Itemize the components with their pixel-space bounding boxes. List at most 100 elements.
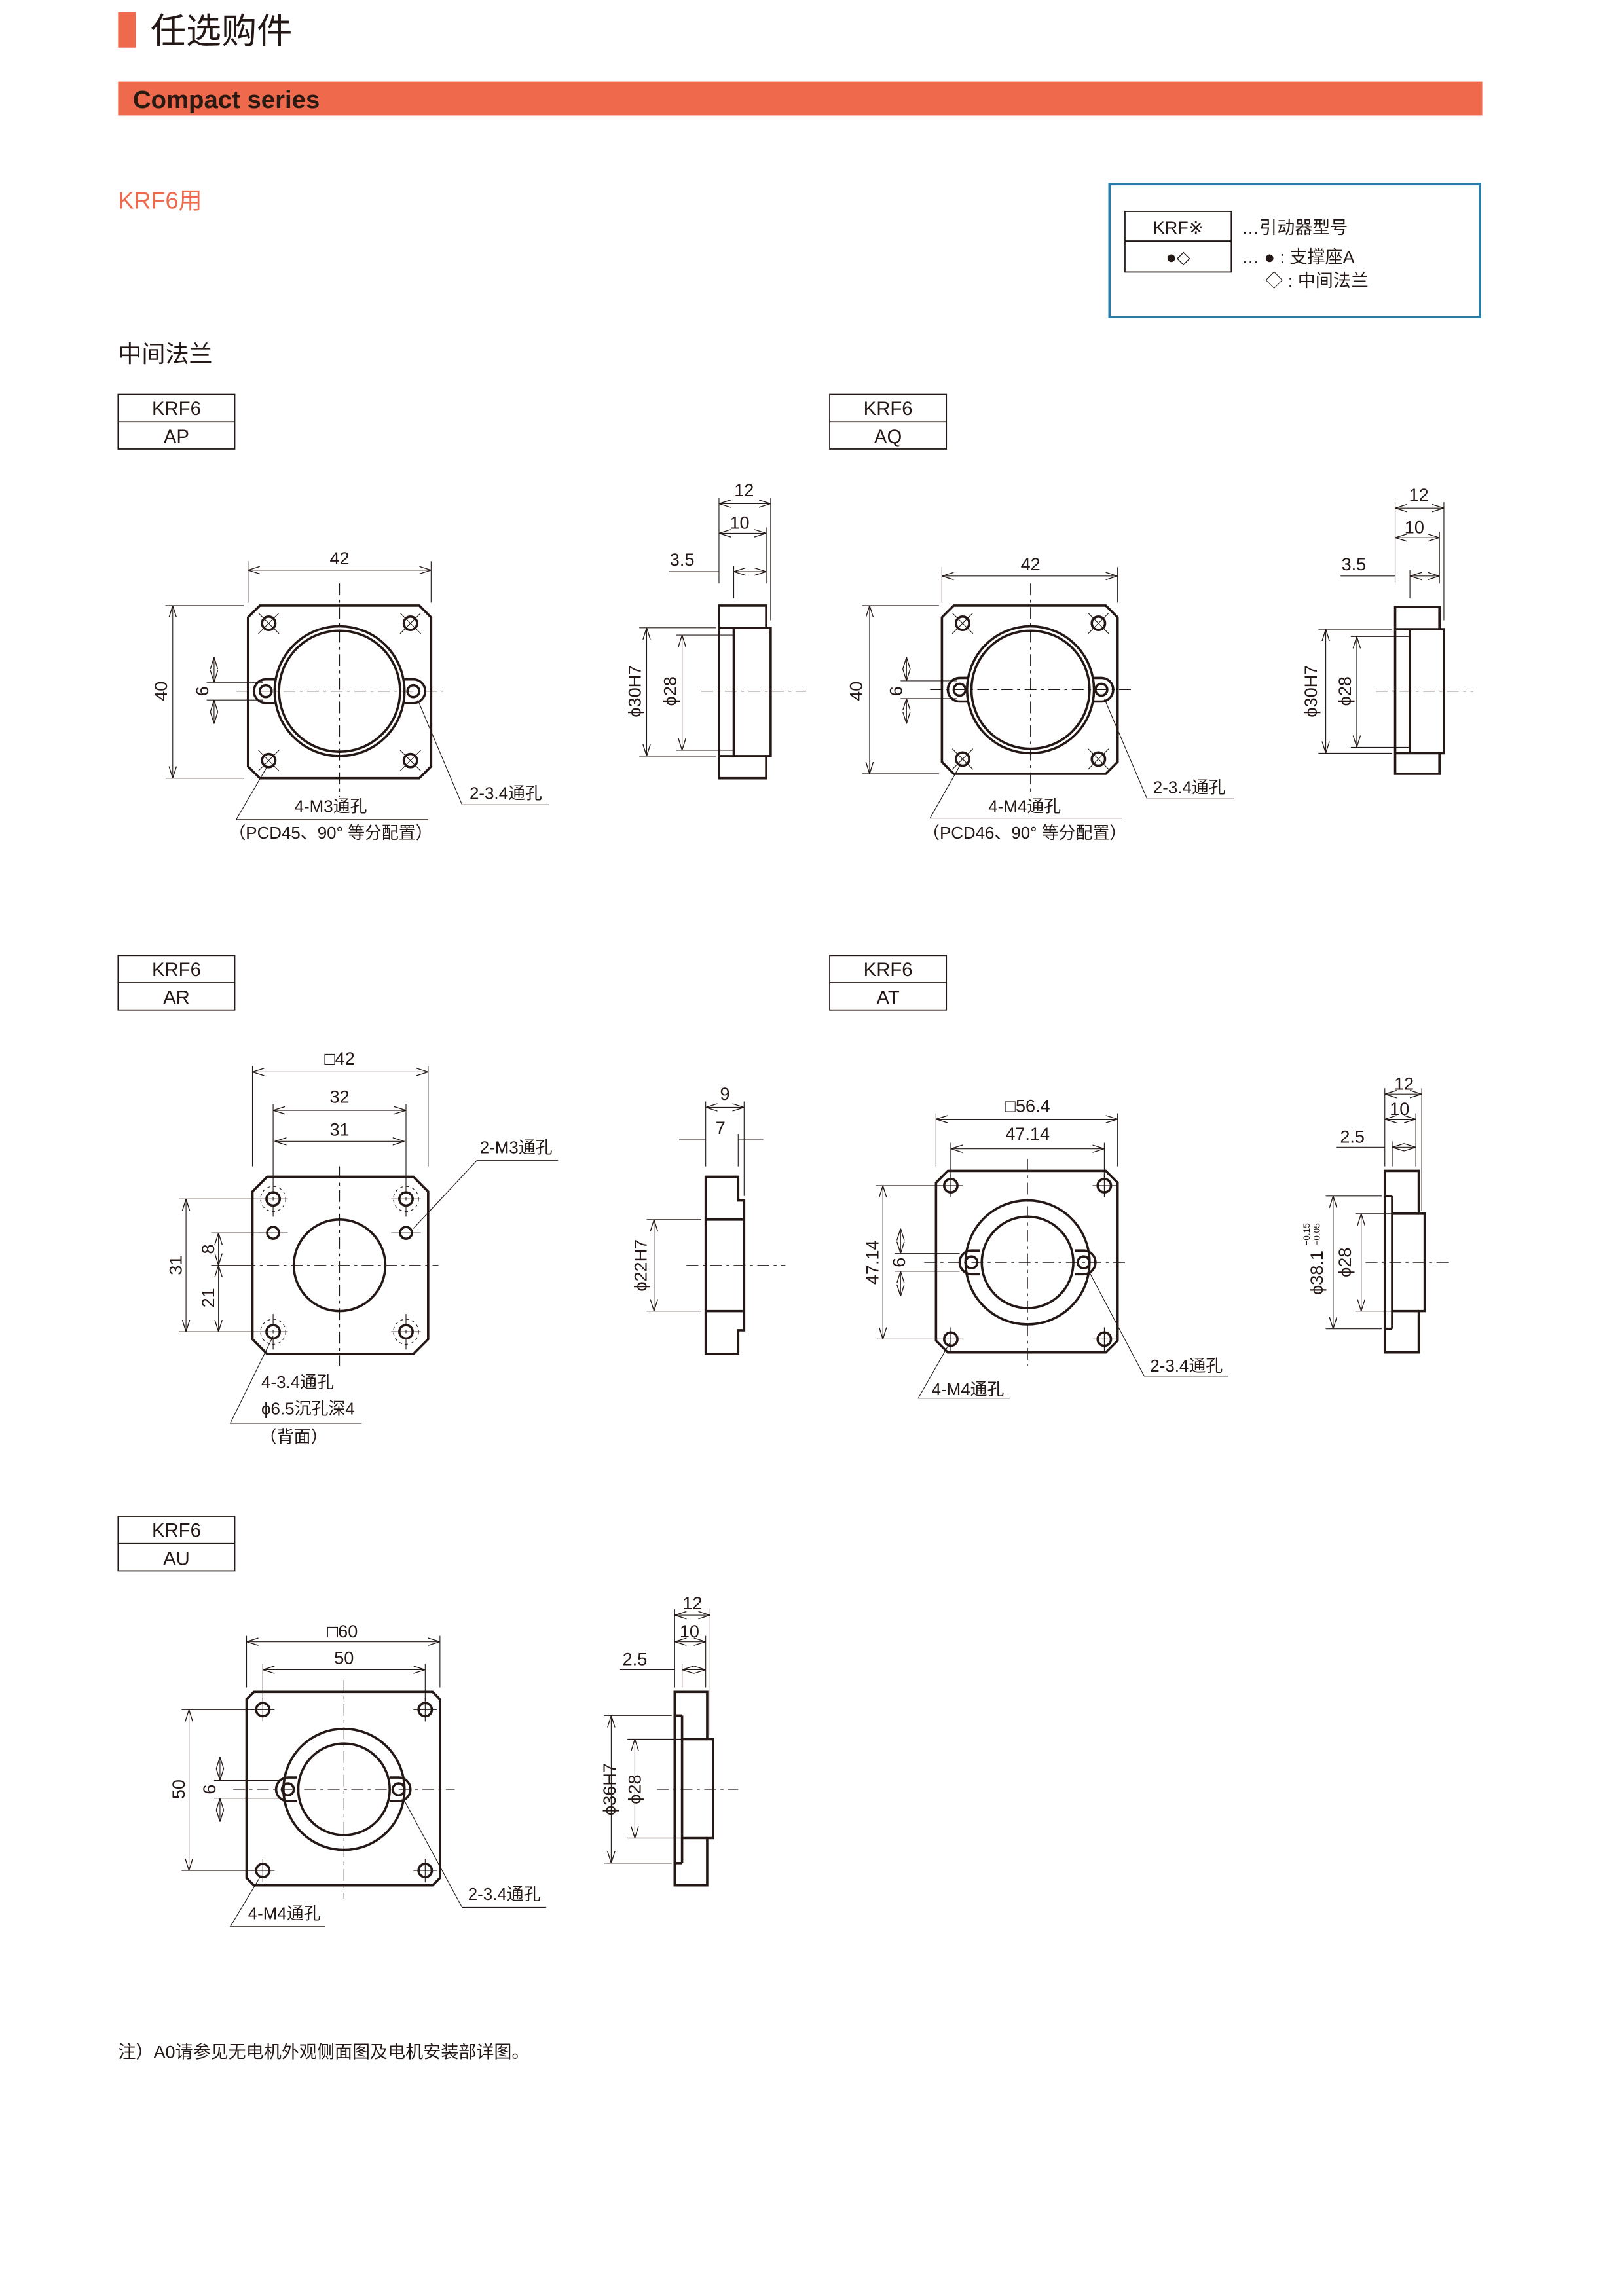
dim-body: 7 xyxy=(716,1118,726,1138)
code-label: AT xyxy=(876,987,899,1009)
hole-mark xyxy=(399,750,421,771)
dim-height: 40 xyxy=(847,682,866,701)
leader-line xyxy=(917,1343,1010,1399)
dim-body: 10 xyxy=(729,513,749,533)
legend-line-flange: ◇ : 中间法兰 xyxy=(1265,271,1369,291)
subtitle: KRF6用 xyxy=(118,187,202,213)
dim-v-upper: 8 xyxy=(198,1244,218,1254)
plate-outline xyxy=(251,1175,430,1355)
dim-ear: 6 xyxy=(889,1258,909,1267)
dim-bore: ϕ28 xyxy=(661,676,680,706)
model-label: KRF6 xyxy=(152,398,201,420)
plate-outline xyxy=(245,1690,441,1887)
footnote: 注）A0请参见无电机外观侧面图及电机安装部详图。 xyxy=(118,2042,529,2062)
label-at: KRF6 AT xyxy=(829,955,948,1011)
dim-spigot: ϕ30H7 xyxy=(625,665,644,718)
counterbore-note: ϕ6.5沉孔深4 xyxy=(261,1399,355,1418)
dim-total: 12 xyxy=(734,481,754,500)
code-label: AR xyxy=(163,987,190,1009)
model-label: KRF6 xyxy=(864,959,913,981)
leader-line xyxy=(413,1160,559,1229)
dim-total: 12 xyxy=(1394,1074,1414,1093)
legend-box: KRF※ ●◇ …引动器型号 … ● : 支撑座A ◇ : 中间法兰 xyxy=(1108,183,1481,318)
dim-width: 42 xyxy=(329,549,349,568)
plate-outline xyxy=(940,604,1119,775)
dim-ear: 6 xyxy=(193,686,212,696)
model-label: KRF6 xyxy=(864,398,913,420)
dim-body: 10 xyxy=(680,1622,699,1641)
dim-bore: ϕ28 xyxy=(1335,1248,1355,1277)
dim-ear: 6 xyxy=(200,1785,219,1795)
leader-line xyxy=(235,766,428,820)
ear-tab xyxy=(404,678,427,704)
label-au: KRF6 AU xyxy=(117,1516,236,1572)
code-label: AU xyxy=(163,1548,190,1569)
part-outline xyxy=(704,1175,746,1355)
leader-line xyxy=(1103,698,1234,799)
dim-ear: 6 xyxy=(887,686,906,696)
part-outline xyxy=(673,1690,714,1887)
mounting-hole xyxy=(402,752,418,769)
plate-outline xyxy=(934,1169,1119,1354)
dim-v-pitch: 47.14 xyxy=(862,1240,882,1285)
leader-line xyxy=(417,700,549,805)
dim-pitch: 47.14 xyxy=(1005,1124,1050,1144)
ear-tab xyxy=(274,1776,297,1802)
dim-bore: ϕ28 xyxy=(1335,676,1355,706)
ear-holes-note: 2-3.4通孔 xyxy=(1150,1357,1223,1376)
ear-holes-note: 2-3.4通孔 xyxy=(468,1886,541,1904)
tolerance-lower: +0.05 xyxy=(1312,1223,1322,1245)
holes-note: 4-M4通孔 xyxy=(988,798,1061,816)
dim-square: □56.4 xyxy=(1005,1096,1050,1116)
pcd-note: （PCD45、90° 等分配置） xyxy=(229,824,432,843)
drawing-geometry xyxy=(165,498,1474,1927)
model-label: KRF6 xyxy=(152,959,201,981)
holes-note: 4-M3通孔 xyxy=(295,798,367,816)
mounting-hole xyxy=(402,615,418,631)
legend-line-support: … ● : 支撑座A xyxy=(1242,247,1355,267)
dim-height: 40 xyxy=(151,682,171,701)
dim-total: 12 xyxy=(682,1594,702,1613)
dim-spigot: ϕ36H7 xyxy=(600,1763,619,1815)
dim-pitch-outer: 32 xyxy=(329,1087,349,1107)
section-title: 中间法兰 xyxy=(118,340,212,367)
part-outline xyxy=(718,604,772,780)
dim-square: □60 xyxy=(327,1622,358,1641)
dim-step: 2.5 xyxy=(1340,1127,1365,1147)
hole-mark xyxy=(258,612,280,634)
dim-step: 2.5 xyxy=(623,1650,648,1669)
back-side-note: （背面） xyxy=(260,1427,328,1446)
dim-square: □42 xyxy=(324,1049,354,1068)
ear-tab xyxy=(958,1249,981,1276)
dim-bore: ϕ28 xyxy=(625,1774,644,1804)
holes-note: 4-M4通孔 xyxy=(932,1381,1005,1399)
tap-holes-note: 2-M3通孔 xyxy=(480,1139,553,1157)
dim-spigot: ϕ38.1 xyxy=(1307,1250,1327,1295)
mounting-hole xyxy=(1090,751,1107,767)
mounting-hole xyxy=(955,751,970,767)
code-label: AP xyxy=(164,426,189,448)
series-label: Compact series xyxy=(133,86,320,114)
leader-line xyxy=(1088,1269,1228,1377)
hole-mark xyxy=(1088,612,1109,634)
dim-total: 12 xyxy=(1409,485,1429,505)
dim-pitch-inner: 31 xyxy=(329,1120,349,1139)
dim-v-pitch: 50 xyxy=(169,1779,189,1799)
model-label: KRF6 xyxy=(152,1520,201,1542)
hole-mark xyxy=(399,612,421,634)
hole-mark xyxy=(951,748,974,770)
legend-line-model: …引动器型号 xyxy=(1242,218,1348,238)
leader-line xyxy=(402,1798,547,1908)
hole-mark xyxy=(1088,748,1109,770)
leader-line xyxy=(229,1874,325,1927)
code-label: AQ xyxy=(874,426,902,448)
dim-step: 3.5 xyxy=(670,550,695,570)
mounting-hole xyxy=(261,752,277,769)
leader-line xyxy=(229,1336,362,1424)
pcd-note: （PCD46、90° 等分配置） xyxy=(923,824,1126,843)
part-outline xyxy=(1393,606,1445,775)
tolerance-upper: +0.15 xyxy=(1302,1223,1312,1245)
legend-model-cell: KRF※ xyxy=(1153,218,1204,238)
dim-body: 10 xyxy=(1405,517,1424,537)
